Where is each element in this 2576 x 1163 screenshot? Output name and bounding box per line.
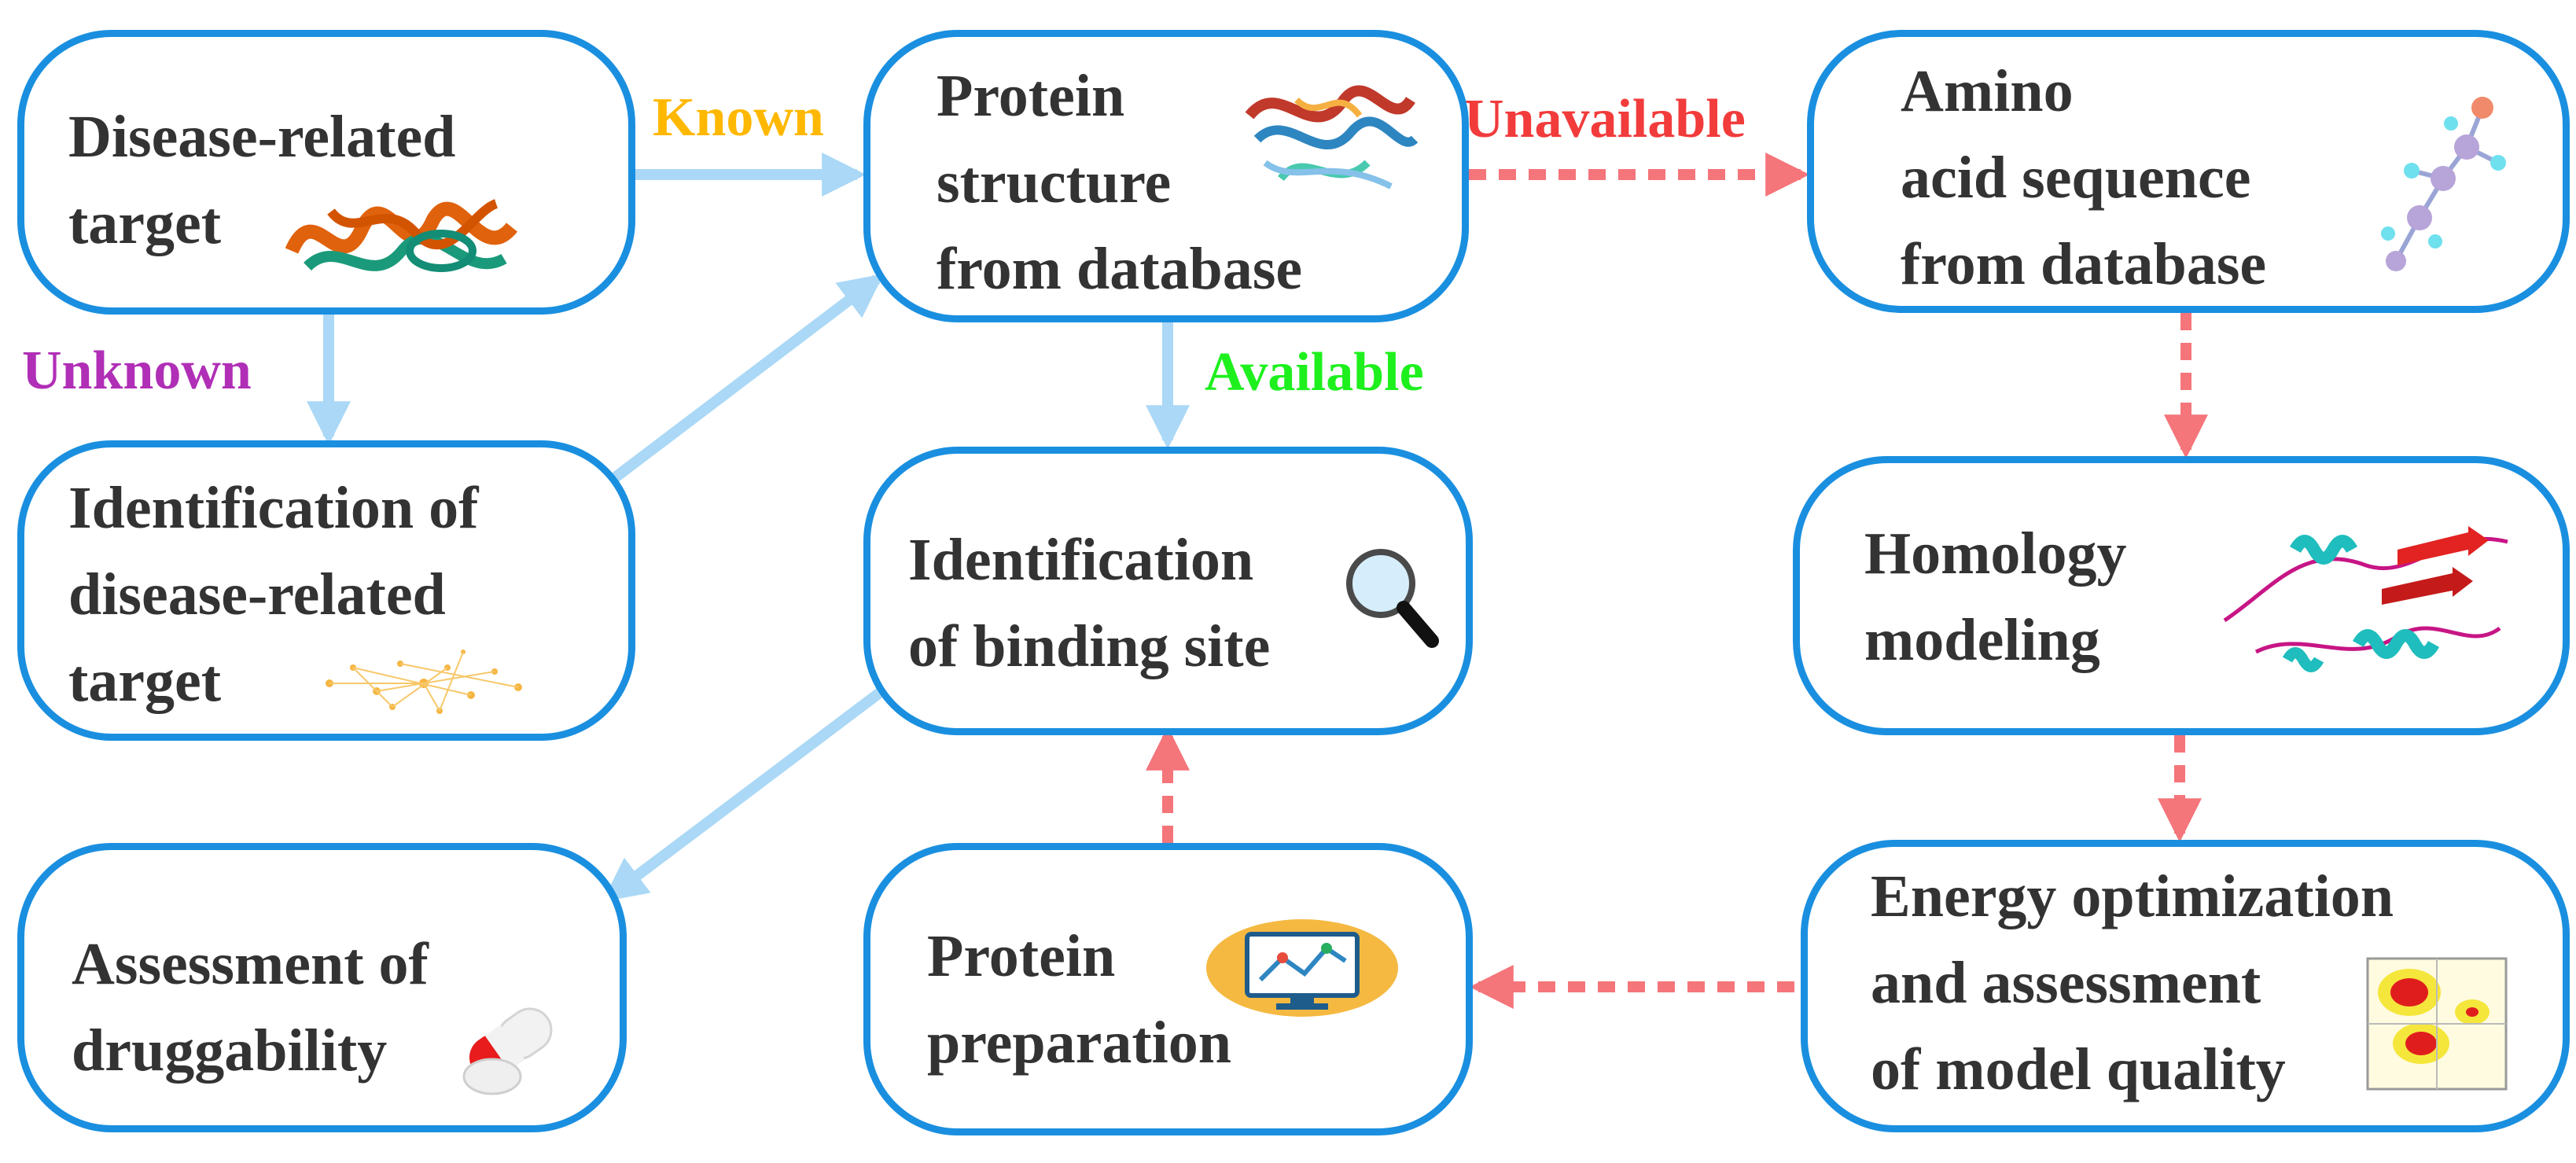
arrow-binding-to-assessment [602, 687, 885, 902]
node-label: Assessment of druggability [72, 931, 429, 1084]
node-label: Amino acid sequence from database [1901, 58, 2267, 297]
capsule-pill-icon [462, 1007, 553, 1095]
magnifier-icon [1346, 549, 1439, 648]
node-label: Protein structure from database [937, 63, 1303, 302]
node-protein-structure-from-database: Protein structure from database [863, 30, 1469, 322]
monitor-icon [1206, 919, 1398, 1017]
node-identification-of-binding-site: Identification of binding site [863, 447, 1473, 735]
node-assessment-of-druggability: Assessment of druggability [17, 843, 627, 1132]
node-label: Protein preparation [927, 923, 1232, 1076]
node-label: Disease-related target [68, 104, 456, 256]
node-amino-acid-sequence: Amino acid sequence from database [1807, 30, 2570, 313]
helix-model-icon [2223, 526, 2508, 672]
label-unavailable: Unavailable [1464, 89, 1746, 149]
node-label: Identification of disease-related target [68, 475, 479, 714]
protein-structure-icon [1245, 85, 1419, 190]
protein-ribbon-icon [285, 199, 518, 272]
node-label: Identification of binding site [908, 527, 1271, 679]
node-label: Energy optimization and assessment of mo… [1871, 863, 2394, 1102]
ramachandran-plot-icon [2366, 957, 2508, 1091]
node-identification-of-target: Identification of disease-related target [17, 440, 635, 741]
arrow-identified-to-structure [603, 274, 884, 488]
node-label: Homology modeling [1864, 521, 2127, 673]
node-protein-preparation: Protein preparation [863, 843, 1473, 1135]
node-disease-related-target: Disease-related target [17, 30, 635, 315]
label-known: Known [653, 87, 824, 148]
network-cloud-icon [326, 650, 522, 714]
label-unknown: Unknown [22, 340, 252, 401]
label-available: Available [1205, 342, 1424, 403]
node-homology-modeling: Homology modeling [1793, 456, 2570, 735]
node-energy-optimization: Energy optimization and assessment of mo… [1801, 840, 2570, 1132]
molecule-chain-icon [2381, 97, 2506, 271]
